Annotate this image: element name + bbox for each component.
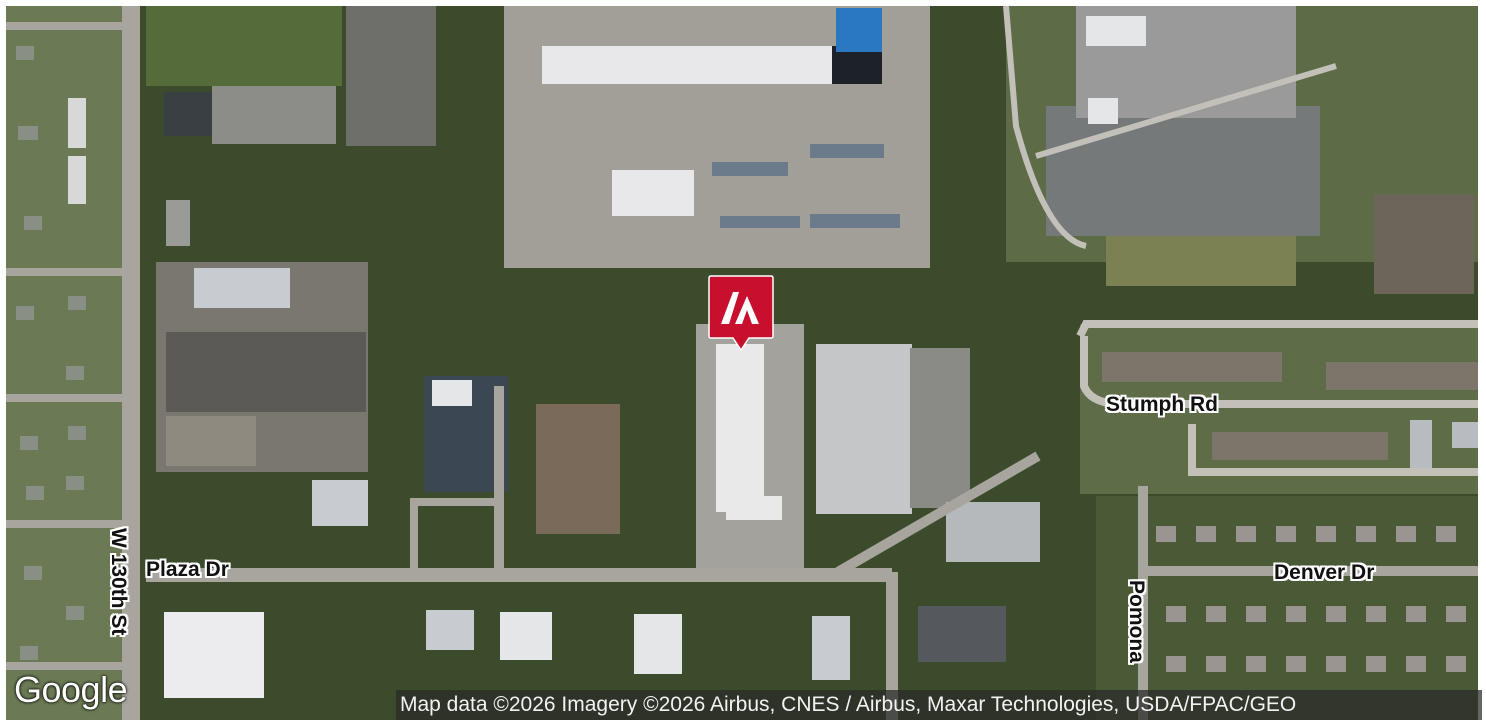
road-label-plaza-dr: Plaza Dr xyxy=(146,558,229,581)
google-logo: Google xyxy=(14,669,128,710)
location-marker[interactable] xyxy=(707,274,775,352)
map-attribution: Map data ©2026 Imagery ©2026 Airbus, CNE… xyxy=(396,690,1482,720)
road-label-denver-dr: Denver Dr xyxy=(1274,561,1375,584)
map-imagery xyxy=(6,6,1478,720)
road-label-w-130th-st: W 130th St xyxy=(107,528,130,636)
satellite-map[interactable]: Plaza Dr W 130th St Stumph Rd Denver Dr … xyxy=(6,6,1478,720)
brand-logo-marker-icon xyxy=(708,275,774,352)
road-label-pomona: Pomona xyxy=(1125,580,1148,663)
road-label-stumph-rd: Stumph Rd xyxy=(1106,393,1218,416)
